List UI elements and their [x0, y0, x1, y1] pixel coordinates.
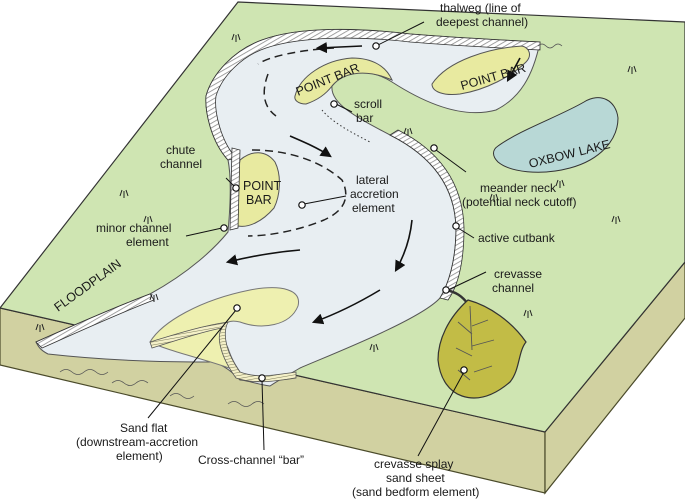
pin-sand-flat [234, 305, 240, 311]
chute-point-bar-label-line1: POINT [243, 179, 282, 193]
pin-crevasse-splay [461, 367, 467, 373]
pin-lateral-accretion [299, 202, 305, 208]
sand-flat-label-line3: element) [116, 449, 163, 463]
sand-flat-label-line1: Sand flat [120, 421, 168, 435]
scroll-bar-label-line2: bar [356, 111, 373, 125]
meander-neck-label-line1: meander neck [480, 181, 557, 195]
scroll-bar-label-line1: scroll [354, 97, 382, 111]
thalweg-label-line1: thalweg (line of [440, 1, 521, 15]
crevasse-splay-label-line2: sand sheet [386, 471, 445, 485]
cross-channel-bar-label: Cross-channel “bar” [198, 453, 304, 467]
pin-chute-channel [233, 185, 239, 191]
minor-channel-label-line2: element [126, 235, 169, 249]
pin-meander-neck [431, 145, 437, 151]
pin-cross-channel-bar [259, 375, 265, 381]
pin-crevasse-channel [443, 287, 449, 293]
chute-channel-label-line2: channel [160, 157, 202, 171]
active-cutbank-label: active cutbank [478, 231, 556, 245]
pin-scroll-bar [331, 101, 337, 107]
lateral-accretion-label-line2: accretion [350, 187, 399, 201]
sand-flat-label-line2: (downstream-accretion [76, 435, 198, 449]
lateral-accretion-label-line3: element [352, 201, 395, 215]
pin-minor-channel [221, 225, 227, 231]
chute-point-bar-label-line2: BAR [246, 193, 272, 207]
thalweg-label-line2: deepest channel) [436, 15, 528, 29]
crevasse-channel-label-line1: crevasse [494, 267, 542, 281]
crevasse-channel-label-line2: channel [492, 281, 534, 295]
minor-channel-label-line1: minor channel [96, 221, 171, 235]
meander-neck-label-line2: (potential neck cutoff) [462, 195, 577, 209]
chute-channel-label-line1: chute [166, 143, 196, 157]
crevasse-splay-label-line3: (sand bedform element) [352, 485, 479, 499]
lateral-accretion-label-line1: lateral [356, 173, 389, 187]
pin-thalweg [373, 43, 379, 49]
pin-active-cutbank [453, 223, 459, 229]
crevasse-splay-label-line1: crevasse splay [374, 457, 453, 471]
